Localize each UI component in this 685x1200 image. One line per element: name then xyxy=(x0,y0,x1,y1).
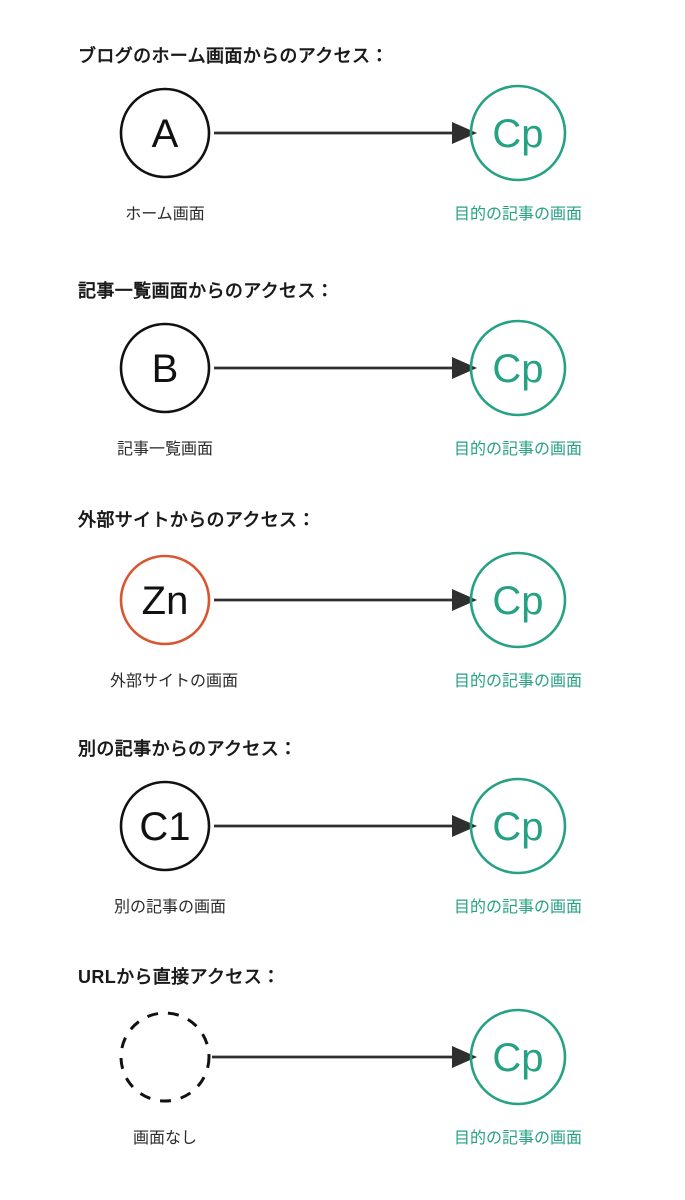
source-node-label: ホーム画面 xyxy=(125,206,205,223)
target-node-circle[interactable] xyxy=(469,551,567,649)
target-node-label: 目的の記事の画面 xyxy=(453,441,583,458)
target-node-glyph: Cp xyxy=(492,805,543,849)
target-node-glyph: Cp xyxy=(492,1036,543,1080)
source-node-label: 外部サイトの画面 xyxy=(109,673,239,690)
target-node-label: 目的の記事の画面 xyxy=(453,899,583,916)
flow-arrow-head xyxy=(452,122,477,144)
source-node-circle[interactable] xyxy=(119,554,211,646)
target-node-circle[interactable] xyxy=(469,1008,567,1106)
flow-row: B Cp 記事一覧画面 目的の記事の画面 xyxy=(0,307,685,458)
flow-row: A Cp ホーム画面 目的の記事の画面 xyxy=(0,72,685,223)
target-node-circle[interactable] xyxy=(469,84,567,182)
source-node-label: 画面なし xyxy=(132,1130,198,1147)
target-node-label: 目的の記事の画面 xyxy=(453,673,583,690)
flow-arrow-head xyxy=(452,357,477,379)
section-heading: ブログのホーム画面からのアクセス： xyxy=(78,46,389,66)
section-heading: 記事一覧画面からのアクセス： xyxy=(78,281,335,301)
flow-arrow-head xyxy=(452,815,477,837)
source-node-label: 記事一覧画面 xyxy=(116,441,214,458)
source-node-glyph: C1 xyxy=(139,805,190,849)
flow-arrow-head xyxy=(452,1046,477,1068)
source-node-glyph: Zn xyxy=(142,579,189,623)
flow-row: Zn Cp 外部サイトの画面 目的の記事の画面 xyxy=(0,536,685,690)
source-node-label: 別の記事の画面 xyxy=(113,899,227,916)
source-node-circle-empty[interactable] xyxy=(119,1011,211,1103)
section-heading: 外部サイトからのアクセス： xyxy=(78,510,316,530)
source-node-glyph: B xyxy=(152,347,179,391)
source-node-circle[interactable] xyxy=(119,780,211,872)
flow-row: Cp 画面なし 目的の記事の画面 xyxy=(0,993,685,1147)
flow-arrow-head xyxy=(452,589,477,611)
source-node-circle[interactable] xyxy=(119,87,211,179)
target-node-glyph: Cp xyxy=(492,112,543,156)
target-node-label: 目的の記事の画面 xyxy=(453,206,583,223)
target-node-circle[interactable] xyxy=(469,777,567,875)
section-heading: URLから直接アクセス： xyxy=(78,967,281,987)
source-node-circle[interactable] xyxy=(119,322,211,414)
target-node-circle[interactable] xyxy=(469,319,567,417)
target-node-label: 目的の記事の画面 xyxy=(453,1130,583,1147)
source-node-glyph: A xyxy=(152,112,179,156)
target-node-glyph: Cp xyxy=(492,579,543,623)
flow-row: C1 Cp 別の記事の画面 目的の記事の画面 xyxy=(0,765,685,916)
section-heading: 別の記事からのアクセス： xyxy=(78,739,298,759)
target-node-glyph: Cp xyxy=(492,347,543,391)
